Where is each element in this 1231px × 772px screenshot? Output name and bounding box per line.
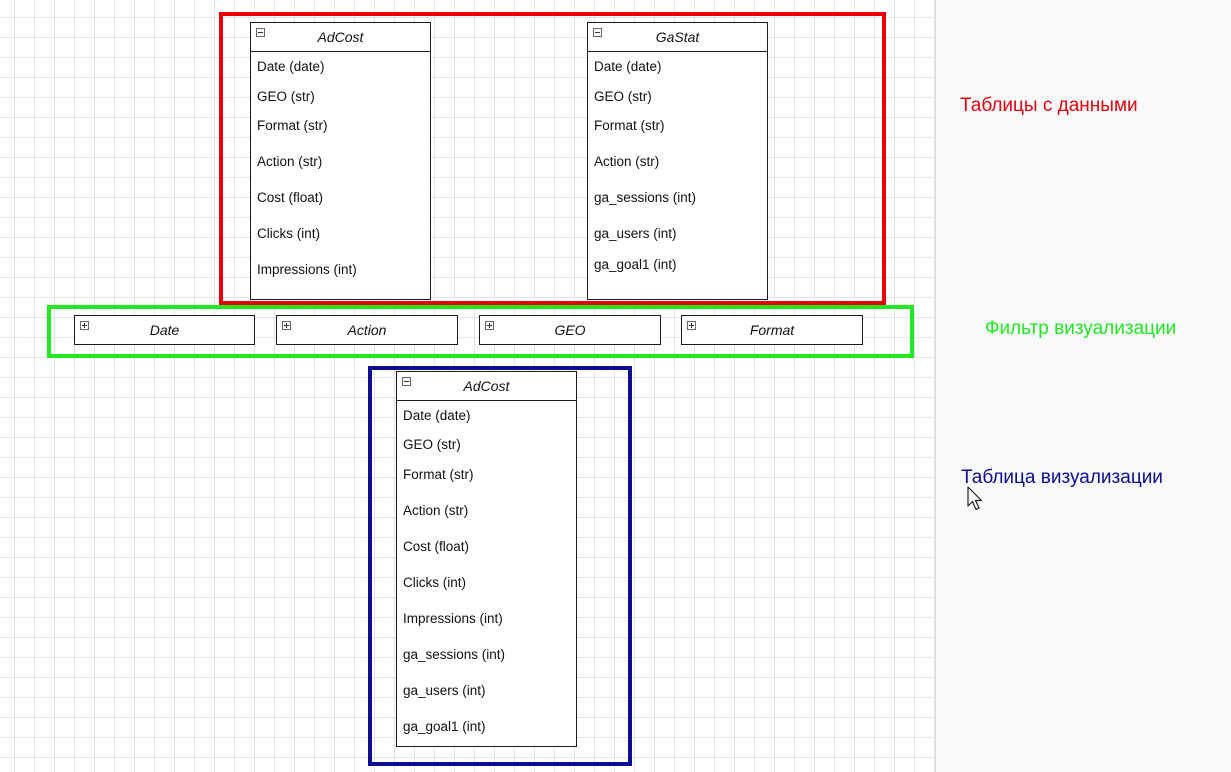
table-field: Format (str) [594,118,665,133]
table-title: AdCost [463,378,510,394]
table-field: Cost (float) [257,190,324,205]
filter-date[interactable]: Date [74,315,255,345]
minus-toggle-icon[interactable] [402,377,411,386]
table-title: AdCost [317,29,364,45]
plus-toggle-icon[interactable] [485,321,494,330]
table-field: ga_sessions (int) [594,190,697,205]
plus-toggle-icon[interactable] [80,321,89,330]
table-field: Cost (float) [403,539,470,554]
plus-toggle-icon[interactable] [282,321,291,330]
gastat-source-table[interactable]: GaStat Date (date) GEO (str) Format (str… [587,22,768,300]
filter-label: Format [749,322,795,338]
table-field: Action (str) [594,154,660,169]
table-field: Impressions (int) [403,611,503,626]
table-field: ga_users (int) [403,683,486,698]
table-field: Action (str) [257,154,323,169]
table-field: ga_sessions (int) [403,647,506,662]
table-field: ga_users (int) [594,226,677,241]
diagram-canvas[interactable]: AdCost Date (date) GEO (str) Format (str… [0,0,935,772]
table-header[interactable]: AdCost [251,23,430,52]
data-tables-caption[interactable]: Таблицы с данными [960,95,1138,116]
data-tables-frame[interactable] [219,12,886,305]
filter-action[interactable]: Action [276,315,458,345]
table-field: Date (date) [594,59,662,74]
filter-format[interactable]: Format [681,315,863,345]
table-field: Date (date) [257,59,325,74]
filter-geo[interactable]: GEO [479,315,661,345]
table-field: ga_goal1 (int) [403,719,486,734]
table-field: ga_goal1 (int) [594,257,677,272]
visualization-frame[interactable] [368,366,632,766]
adcost-source-table[interactable]: AdCost Date (date) GEO (str) Format (str… [250,22,431,300]
right-panel [935,0,1231,772]
table-field: Clicks (int) [257,226,320,241]
table-field: Format (str) [257,118,328,133]
filter-caption[interactable]: Фильтр визуализации [985,318,1177,339]
table-field: Date (date) [403,408,471,423]
filter-label: Action [347,322,387,338]
table-header[interactable]: GaStat [588,23,767,52]
table-title: GaStat [655,29,700,45]
table-field: GEO (str) [594,89,652,104]
table-header[interactable]: AdCost [397,372,576,401]
plus-toggle-icon[interactable] [687,321,696,330]
table-field: GEO (str) [257,89,315,104]
mouse-pointer-icon [967,486,983,511]
adcost-visualization-table[interactable]: AdCost Date (date) GEO (str) Format (str… [396,371,577,747]
visualization-caption[interactable]: Таблица визуализации [961,467,1163,488]
table-field: Action (str) [403,503,469,518]
minus-toggle-icon[interactable] [593,28,602,37]
filter-label: Date [149,322,180,338]
minus-toggle-icon[interactable] [256,28,265,37]
table-field: Format (str) [403,467,474,482]
table-field: GEO (str) [403,437,461,452]
filter-frame[interactable] [47,305,914,358]
table-field: Impressions (int) [257,262,357,277]
filter-label: GEO [554,322,586,338]
table-field: Clicks (int) [403,575,466,590]
